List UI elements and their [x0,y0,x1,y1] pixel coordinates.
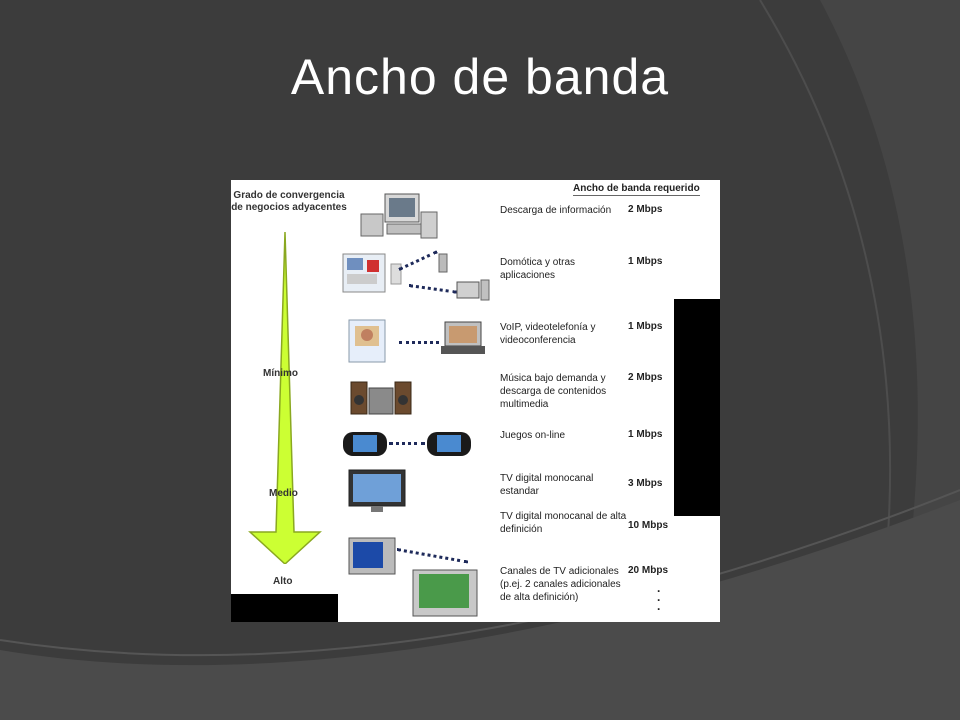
black-bar-right [674,299,720,516]
row-2-description: Domótica y otras aplicaciones [500,257,576,281]
continuation-dots: . . . [657,581,661,613]
handheld-console-icon [343,432,471,456]
crt-tv-icon [348,537,478,617]
desktop-computer-icon [360,193,438,239]
row-2-bandwidth: 1 Mbps [628,256,663,267]
axis-title: Grado de convergencia de negocios adyace… [231,190,347,213]
connection-dots [399,341,439,344]
bandwidth-figure: Grado de convergencia de negocios adyace… [231,180,720,622]
home-automation-icon [342,253,490,301]
black-bar-bottom [231,594,338,622]
row-5-description: Juegos on-line [500,430,566,441]
row-7-description: TV digital monocanal de alta definición [500,511,627,535]
videophone-icon [348,319,485,363]
stereo-system-icon [350,381,412,415]
row-6-description: TV digital monocanal estandar [500,473,594,497]
row-4-description: Música bajo demanda y descarga de conten… [500,373,607,410]
row-7-bandwidth: 10 Mbps [628,520,669,531]
row-3-bandwidth: 1 Mbps [628,321,663,332]
column-header: Ancho de banda requerido [573,183,700,196]
row-8-bandwidth: 20 Mbps [628,565,669,576]
level-label-minimo: Mínimo [263,368,298,379]
row-6-bandwidth: 3 Mbps [628,478,663,489]
row-1-description: Descarga de información [500,205,612,216]
row-8-description: Canales de TV adicionales (p.ej. 2 canal… [500,566,621,603]
flat-tv-icon [348,469,406,512]
level-label-medio: Medio [269,488,298,499]
row-3-description: VoIP, videotelefonía y videoconferencia [500,322,596,346]
row-1-bandwidth: 2 Mbps [628,204,663,215]
row-4-bandwidth: 2 Mbps [628,372,663,383]
convergence-arrow [248,232,322,564]
level-label-alto: Alto [273,576,293,587]
row-5-bandwidth: 1 Mbps [628,429,663,440]
connection-dots [389,442,425,445]
slide-title: Ancho de banda [290,49,670,105]
